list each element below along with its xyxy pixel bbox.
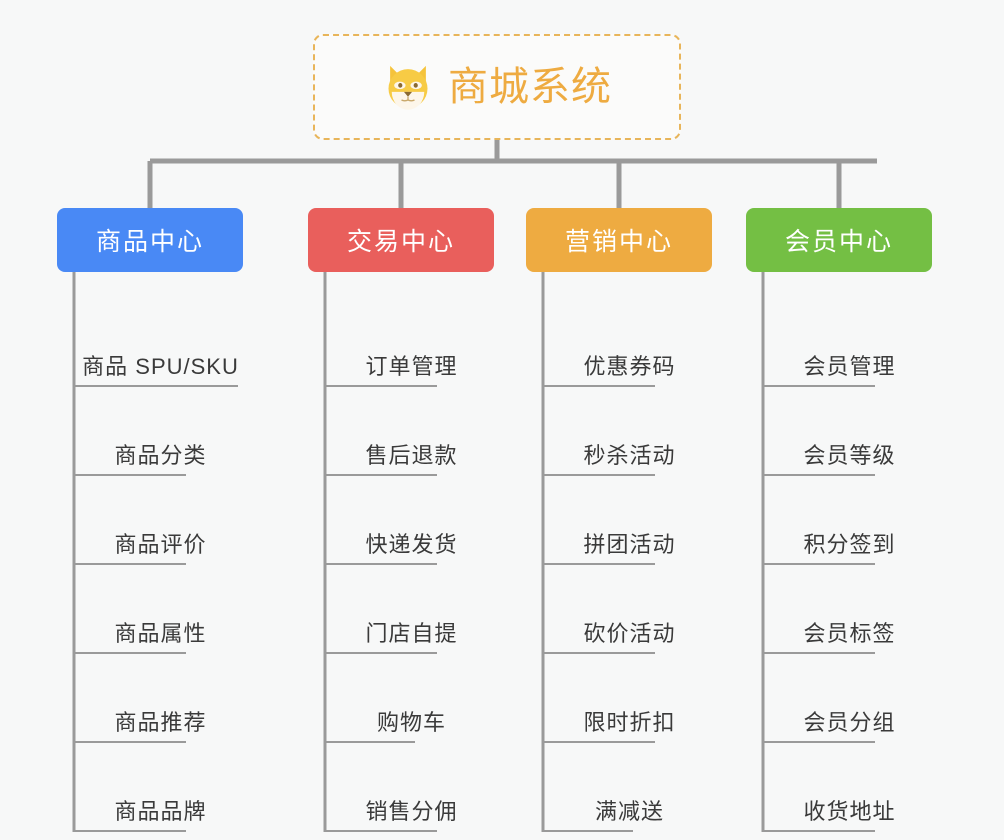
leaf-underline (543, 652, 655, 654)
leaf-item[interactable]: 会员标签 (763, 565, 932, 654)
leaf-underline (543, 563, 655, 565)
leaf-label: 快递发货 (365, 531, 458, 557)
branch-column-1: 商品中心商品 SPU/SKU 商品分类商品评价商品属性商品推荐商品品牌 (57, 208, 243, 832)
leaf-underline (763, 830, 875, 832)
leaf-label: 商品分类 (114, 442, 207, 468)
category-box-3[interactable]: 营销中心 (526, 208, 712, 272)
leaf-item[interactable]: 商品评价 (74, 476, 243, 565)
leaf-item[interactable]: 收货地址 (763, 743, 932, 832)
leaf-label: 拼团活动 (583, 531, 676, 557)
leaf-item[interactable]: 拼团活动 (543, 476, 712, 565)
leaf-underline (74, 563, 186, 565)
leaf-item[interactable]: 商品分类 (74, 387, 243, 476)
leaf-label: 商品推荐 (114, 709, 207, 735)
leaf-label: 积分签到 (803, 531, 896, 557)
leaf-label: 会员分组 (803, 709, 896, 735)
leaf-item[interactable]: 售后退款 (325, 387, 494, 476)
leaf-list: 商品 SPU/SKU 商品分类商品评价商品属性商品推荐商品品牌 (57, 298, 243, 832)
leaf-label: 购物车 (376, 709, 446, 735)
category-label: 会员中心 (784, 228, 893, 256)
leaf-underline (325, 741, 415, 743)
leaf-underline (325, 563, 437, 565)
category-label: 营销中心 (564, 228, 673, 256)
shiba-dog-face-icon (388, 65, 428, 110)
leaf-list: 订单管理售后退款快递发货门店自提购物车销售分佣 (308, 298, 494, 832)
leaf-label: 商品 SPU/SKU (82, 353, 239, 379)
leaf-label: 会员标签 (803, 620, 896, 646)
root-node[interactable]: 商城系统 (313, 34, 681, 140)
root-title: 商城系统 (448, 65, 612, 109)
leaf-underline (763, 385, 875, 387)
leaf-underline (74, 474, 186, 476)
leaf-label: 限时折扣 (583, 709, 676, 735)
leaf-item[interactable]: 会员分组 (763, 654, 932, 743)
leaf-label: 砍价活动 (583, 620, 676, 646)
leaf-underline (543, 741, 655, 743)
leaf-underline (74, 741, 186, 743)
leaf-item[interactable]: 购物车 (325, 654, 494, 743)
leaf-underline (763, 652, 875, 654)
category-box-4[interactable]: 会员中心 (746, 208, 932, 272)
leaf-item[interactable]: 快递发货 (325, 476, 494, 565)
leaf-underline (543, 385, 655, 387)
leaf-item[interactable]: 优惠券码 (543, 298, 712, 387)
leaf-item[interactable]: 销售分佣 (325, 743, 494, 832)
leaf-underline (74, 652, 186, 654)
leaf-item[interactable]: 会员等级 (763, 387, 932, 476)
leaf-underline (763, 474, 875, 476)
leaf-list: 会员管理会员等级积分签到会员标签会员分组收货地址 (746, 298, 932, 832)
leaf-underline (763, 741, 875, 743)
category-label: 交易中心 (346, 228, 455, 256)
category-box-2[interactable]: 交易中心 (308, 208, 494, 272)
leaf-item[interactable]: 限时折扣 (543, 654, 712, 743)
leaf-label: 门店自提 (365, 620, 458, 646)
leaf-item[interactable]: 积分签到 (763, 476, 932, 565)
leaf-underline (325, 830, 437, 832)
leaf-underline (543, 474, 655, 476)
leaf-item[interactable]: 门店自提 (325, 565, 494, 654)
leaf-item[interactable]: 商品推荐 (74, 654, 243, 743)
leaf-label: 会员等级 (803, 442, 896, 468)
leaf-item[interactable]: 砍价活动 (543, 565, 712, 654)
leaf-item[interactable]: 满减送 (543, 743, 712, 832)
leaf-underline (74, 385, 238, 387)
leaf-underline (763, 563, 875, 565)
branch-column-2: 交易中心订单管理售后退款快递发货门店自提购物车销售分佣 (308, 208, 494, 832)
category-box-1[interactable]: 商品中心 (57, 208, 243, 272)
leaf-item[interactable]: 秒杀活动 (543, 387, 712, 476)
leaf-label: 秒杀活动 (583, 442, 676, 468)
branch-column-3: 营销中心优惠券码秒杀活动拼团活动砍价活动限时折扣满减送 (526, 208, 712, 832)
leaf-item[interactable]: 商品品牌 (74, 743, 243, 832)
category-label: 商品中心 (95, 228, 204, 256)
leaf-underline (325, 385, 437, 387)
leaf-label: 订单管理 (365, 353, 458, 379)
leaf-underline (74, 830, 186, 832)
leaf-label: 满减送 (594, 798, 664, 824)
leaf-item[interactable]: 会员管理 (763, 298, 932, 387)
leaf-list: 优惠券码秒杀活动拼团活动砍价活动限时折扣满减送 (526, 298, 712, 832)
leaf-item[interactable]: 商品属性 (74, 565, 243, 654)
leaf-underline (325, 474, 437, 476)
leaf-label: 商品属性 (114, 620, 207, 646)
leaf-underline (325, 652, 437, 654)
leaf-label: 收货地址 (803, 798, 896, 824)
leaf-label: 商品品牌 (114, 798, 207, 824)
leaf-label: 售后退款 (365, 442, 458, 468)
leaf-item[interactable]: 商品 SPU/SKU (74, 298, 243, 387)
leaf-underline (543, 830, 633, 832)
branch-column-4: 会员中心会员管理会员等级积分签到会员标签会员分组收货地址 (746, 208, 932, 832)
leaf-label: 会员管理 (803, 353, 896, 379)
leaf-label: 商品评价 (114, 531, 207, 557)
leaf-label: 销售分佣 (365, 798, 458, 824)
leaf-label: 优惠券码 (583, 353, 676, 379)
leaf-item[interactable]: 订单管理 (325, 298, 494, 387)
